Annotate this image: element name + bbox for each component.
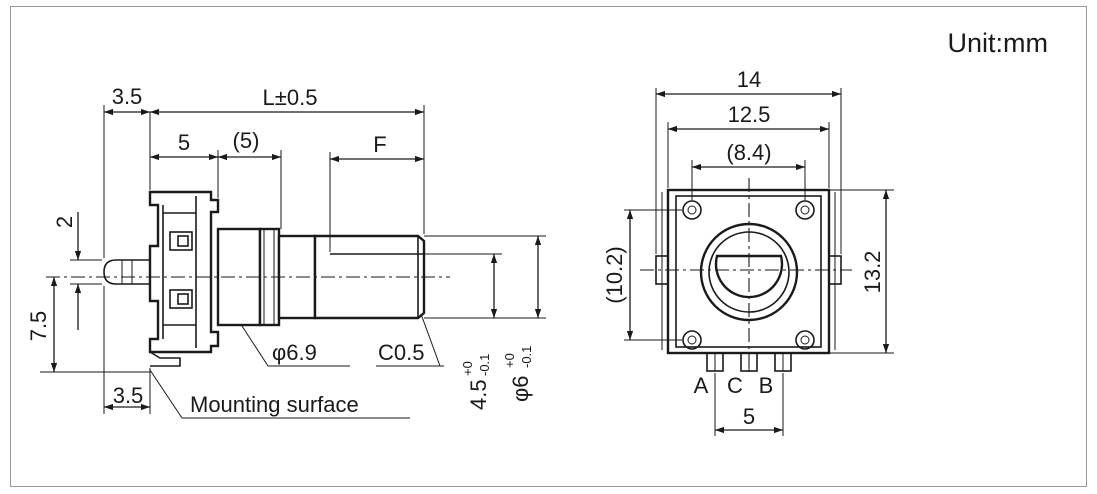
mounting-hole-tl	[682, 200, 702, 220]
side-view: L±0.5 3.5 5 (5) F 2 7.5 3.5 Mou	[26, 84, 546, 419]
pin-c-label: C	[727, 373, 743, 398]
dim-7-5-label: 7.5	[26, 311, 51, 342]
dia-6-label: φ6 +0 -0.1	[502, 346, 534, 402]
dim-L-label: L±0.5	[263, 85, 318, 110]
svg-text:+0: +0	[502, 353, 517, 368]
dim-5-paren-label: (5)	[233, 128, 260, 153]
dim-3-5-bottom-label: 3.5	[113, 383, 144, 408]
svg-text:φ6: φ6	[508, 375, 533, 402]
pin-b-label: B	[759, 373, 774, 398]
mounting-hole-br	[795, 330, 815, 350]
dim-14-label: 14	[737, 67, 761, 92]
svg-text:4.5: 4.5	[466, 379, 491, 410]
dia-4-5-label: 4.5 +0 -0.1	[460, 354, 492, 410]
drawing-border	[10, 6, 1087, 487]
chamfer-label: C0.5	[378, 340, 424, 365]
dim-5-label: 5	[178, 130, 190, 155]
dim-12-5-label: 12.5	[728, 102, 771, 127]
mounting-hole-tr	[795, 200, 815, 220]
svg-text:+0: +0	[460, 361, 475, 376]
housing	[148, 190, 220, 354]
terminal-pins	[103, 259, 150, 285]
phi-6-9-label: φ6.9	[272, 340, 317, 365]
dim-2-label: 2	[52, 216, 77, 228]
unit-label: Unit:mm	[948, 28, 1049, 58]
shaft-flat	[714, 254, 784, 299]
dim-8-4-label: (8.4)	[726, 140, 771, 165]
dim-3-5-top-label: 3.5	[112, 84, 143, 109]
dim-5-front-label: 5	[743, 404, 755, 429]
pin-a-label: A	[694, 373, 709, 398]
front-view: 14 12.5 (8.4) (10.2) 13.2 A C	[602, 67, 894, 436]
svg-text:-0.1: -0.1	[477, 354, 492, 376]
svg-text:-0.1: -0.1	[519, 346, 534, 368]
dim-13-2-label: 13.2	[860, 251, 885, 294]
dim-10-2-label: (10.2)	[602, 246, 627, 303]
mounting-hole-bl	[682, 330, 702, 350]
dim-F-label: F	[373, 132, 386, 157]
front-pins	[706, 352, 792, 372]
mounting-surface-label: Mounting surface	[190, 392, 359, 417]
